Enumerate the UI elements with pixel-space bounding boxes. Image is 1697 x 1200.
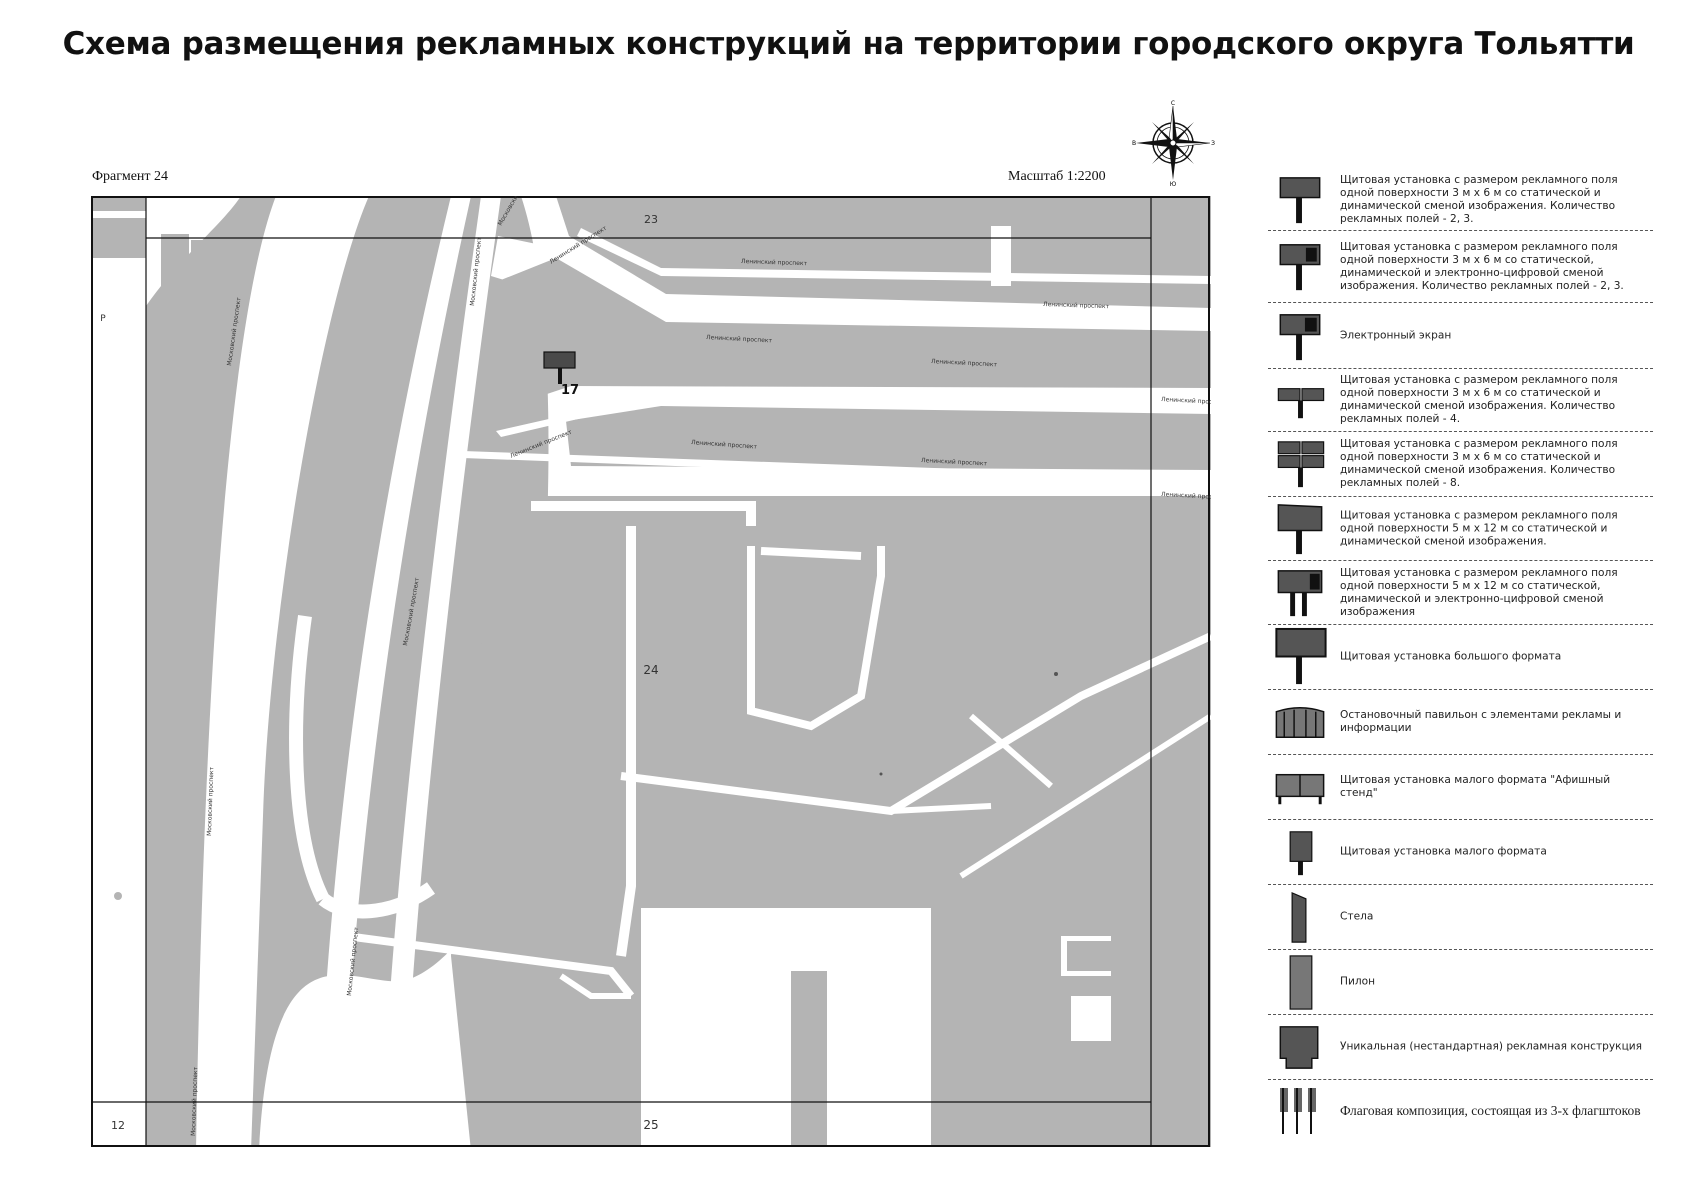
legend-item: Щитовая установка с размером рекламного … [1268, 369, 1653, 432]
map-block [91, 196, 146, 211]
street-label: Ленинский проспект [741, 258, 808, 267]
sheet-number-top: 23 [644, 213, 658, 226]
compass-rose-icon: С Ю В З [1130, 100, 1216, 188]
electronic-screen-icon [1279, 314, 1321, 361]
street-label: Ленинский проспект [1161, 396, 1211, 406]
compass-east: З [1211, 140, 1215, 147]
map-block-west [146, 196, 276, 1147]
legend-text: Флаговая композиция, состоящая из 3-х фл… [1340, 1103, 1641, 1118]
map-block [1067, 941, 1111, 971]
legend-text: Щитовая установка с размером рекламного … [1340, 374, 1618, 425]
stele-icon [1291, 891, 1307, 943]
page-title: Схема размещения рекламных конструкций н… [62, 26, 1635, 62]
billboard-4-fields-icon [1277, 388, 1325, 419]
street-label: Ленинский проспект [691, 439, 758, 451]
map-point [114, 892, 122, 900]
large-format-billboard-icon [1275, 627, 1327, 685]
legend-text: Электронный экран [1340, 329, 1452, 341]
map-block [946, 971, 1006, 1147]
street-label: Ленинский проспект [1161, 491, 1211, 501]
legend-item: Пилон [1268, 950, 1653, 1015]
unique-construction-icon [1279, 1026, 1319, 1069]
sheet-number-left: 12 [111, 1119, 125, 1132]
map-building [641, 908, 931, 1147]
map-block-median [566, 406, 1211, 470]
legend-text: Щитовая установка с размером рекламного … [1340, 509, 1618, 547]
map-fragment[interactable]: 23 24 25 12 Р Ленинский проспект Ленинск… [91, 196, 1211, 1147]
compass-south: Ю [1170, 181, 1177, 186]
legend-text: Щитовая установка большого формата [1340, 650, 1562, 663]
legend-item: Щитовая установка с размером рекламного … [1268, 170, 1653, 231]
map-block [791, 971, 827, 1147]
legend-item: Электронный экран [1268, 303, 1653, 369]
sheet-number-bottom: 25 [643, 1118, 658, 1132]
poster-stand-icon [1275, 773, 1325, 805]
fragment-label: Фрагмент 24 [92, 169, 169, 184]
billboard-3x6-icon [543, 351, 576, 369]
scale-label: Масштаб 1:2200 [1008, 169, 1106, 184]
billboard-3x6-digital-icon [1279, 244, 1321, 291]
legend-item: Щитовая установка малого формата [1268, 820, 1653, 885]
pylon-icon [1289, 955, 1313, 1010]
legend-text: Уникальная (нестандартная) рекламная кон… [1340, 1040, 1643, 1053]
construction-number: 17 [561, 383, 579, 398]
legend-item: Остановочный павильон с элементами рекла… [1268, 690, 1653, 755]
legend-text: Щитовая установка с размером рекламного … [1340, 174, 1618, 225]
legend-text: Пилон [1340, 975, 1376, 988]
small-format-billboard-icon [1289, 831, 1313, 876]
compass-west: В [1132, 140, 1136, 147]
legend-item: Щитовая установка с размером рекламного … [1268, 432, 1653, 497]
legend-item: Щитовая установка малого формата "Афишны… [1268, 755, 1653, 820]
legend-text: Щитовая установка с размером рекламного … [1340, 566, 1618, 618]
construction-marker[interactable]: 17 [543, 351, 579, 398]
legend-text: Щитовая установка с размером рекламного … [1340, 240, 1624, 292]
legend-text: Остановочный павильон с элементами рекла… [1340, 709, 1622, 734]
street-label: Ленинский проспект [931, 358, 998, 368]
legend-item: Щитовая установка большого формата [1268, 625, 1653, 690]
street-label: Ленинский проспект [706, 334, 773, 344]
flag-composition-icon [1280, 1088, 1316, 1134]
legend-text: Стела [1340, 910, 1374, 923]
street-label: Ленинский проспект [921, 457, 988, 467]
legend-item: Уникальная (нестандартная) рекламная кон… [1268, 1015, 1653, 1080]
map-block [91, 218, 146, 258]
sheet-letter: Р [100, 314, 106, 324]
legend-text: Щитовая установка малого формата [1340, 845, 1547, 858]
legend: Щитовая установка с размером рекламного … [1268, 170, 1653, 1142]
sheet-number-center: 24 [643, 663, 658, 677]
legend-item: Щитовая установка с размером рекламного … [1268, 231, 1653, 303]
legend-item: Щитовая установка с размером рекламного … [1268, 561, 1653, 625]
legend-item: Стела [1268, 885, 1653, 950]
legend-item: Флаговая композиция, состоящая из 3-х фл… [1268, 1080, 1653, 1142]
vertical-street-label: Московский проспект [206, 766, 215, 836]
billboard-5x12-digital-icon [1277, 570, 1323, 617]
bus-stop-pavilion-icon [1275, 706, 1325, 738]
compass-north: С [1171, 100, 1175, 107]
billboard-3x6-icon [1279, 177, 1321, 224]
legend-text: Щитовая установка малого формата "Афишны… [1340, 774, 1611, 799]
legend-item: Щитовая установка с размером рекламного … [1268, 497, 1653, 561]
legend-text: Щитовая установка с размером рекламного … [1340, 438, 1618, 489]
map-block-traffic-island [491, 258, 1211, 411]
street-label: Ленинский проспект [1043, 301, 1110, 310]
billboard-8-fields-icon [1277, 441, 1325, 488]
billboard-5x12-icon [1277, 504, 1323, 555]
vertical-street-label: Московский проспект [190, 1066, 199, 1136]
